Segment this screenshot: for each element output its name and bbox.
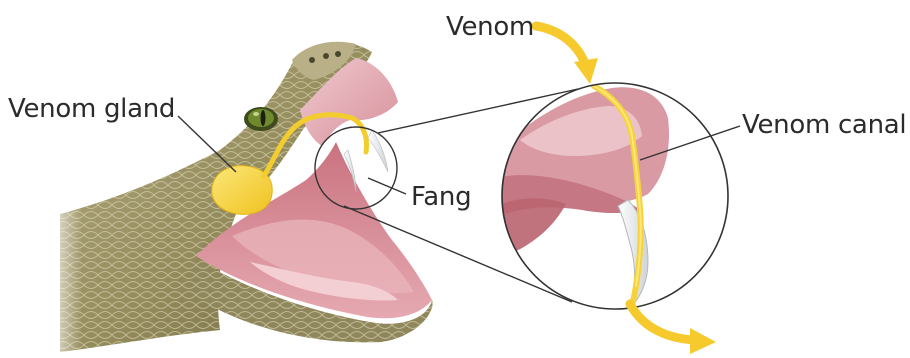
venom-in-arrow (536, 26, 586, 66)
label-venom-gland: Venom gland (8, 96, 175, 122)
venom-out-arrow (630, 304, 694, 340)
leader-fang (368, 178, 406, 194)
label-fang: Fang (411, 184, 471, 210)
label-venom: Venom (446, 14, 534, 40)
label-venom-canal: Venom canal (742, 112, 906, 138)
zoom-view (496, 83, 728, 312)
